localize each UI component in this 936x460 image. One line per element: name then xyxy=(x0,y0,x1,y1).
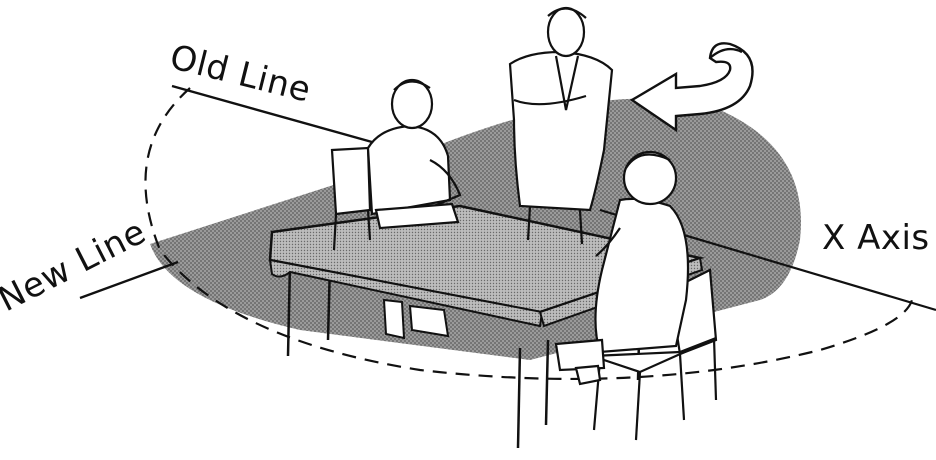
seated-man xyxy=(368,80,460,228)
x-axis-label: X Axis xyxy=(822,218,930,258)
